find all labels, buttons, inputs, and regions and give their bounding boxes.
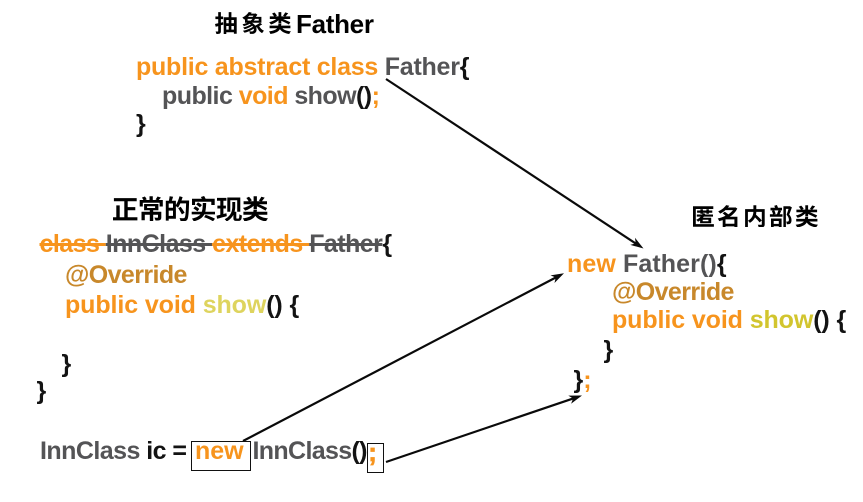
code-token: ; [371, 82, 380, 111]
title-normal-class [113, 195, 268, 227]
code-token: public void [65, 291, 203, 320]
code-token: void [238, 82, 295, 111]
title-anonymous-class [693, 204, 818, 233]
code-token: Father [384, 53, 460, 82]
code-token: public void [612, 306, 750, 335]
code-line: InnClass() [252, 436, 368, 466]
code-token: } [61, 350, 72, 379]
code-token: () { [813, 306, 847, 335]
code-line: public void show() { [65, 290, 299, 320]
cjk-glyphs-path [113, 195, 268, 221]
code-token: } [36, 377, 47, 406]
arrowhead-icon [568, 395, 582, 404]
title-abstract-latin-text: Father [296, 8, 374, 39]
title-anonymous-cjk-text [693, 204, 818, 227]
highlight-box-semicolon: ; [367, 437, 384, 473]
code-token: Father() [622, 249, 717, 278]
arrowhead-icon [550, 273, 564, 283]
code-line: @Override [65, 260, 187, 290]
code-token: InnClass [252, 436, 353, 465]
code-line: class InnClass extends Father{ [39, 229, 393, 259]
code-line: new Father(){ [567, 249, 727, 279]
code-line: } [136, 109, 146, 139]
code-token: @Override [65, 260, 187, 289]
code-line: public void show() { [612, 305, 846, 335]
code-token: } [573, 366, 584, 395]
code-token: ic [146, 436, 173, 465]
code-line: InnClass ic = [40, 436, 187, 466]
keyword-new: new [195, 437, 244, 466]
code-token: () [351, 436, 368, 465]
code-line: }; [574, 365, 592, 395]
code-token: InnClass [40, 436, 147, 465]
semicolon: ; [368, 437, 377, 468]
code-line: public abstract class Father{ [136, 52, 469, 82]
arrowhead-icon [630, 237, 644, 249]
code-token: new [567, 249, 623, 278]
code-line: public void show(); [162, 81, 380, 111]
cjk-glyphs-path [215, 12, 291, 34]
code-token: show [294, 82, 357, 111]
code-token: public abstract class [136, 53, 385, 82]
code-token: class [39, 230, 106, 259]
code-token: () { [266, 291, 300, 320]
code-line: @Override [612, 277, 734, 307]
code-token: ; [583, 366, 592, 395]
cjk-glyphs-path [693, 204, 818, 227]
code-token: } [136, 110, 146, 139]
arrow-line [385, 397, 575, 464]
code-token: extends [212, 230, 310, 259]
arrow-abstract-to-anonymous [385, 78, 644, 249]
code-token: show [202, 291, 267, 320]
arrow-semicolon-to-anonymous [385, 395, 582, 464]
code-token: { [459, 53, 470, 82]
code-token: show [749, 306, 814, 335]
code-line: } [37, 376, 47, 406]
code-token: public [162, 82, 239, 111]
code-line: } [604, 335, 614, 365]
code-line: } [62, 349, 72, 379]
code-token: Father [309, 230, 383, 259]
code-token: () [356, 82, 372, 111]
code-token: @Override [612, 277, 734, 306]
code-token: } [603, 336, 614, 365]
highlight-box-new: new [191, 437, 251, 471]
code-token: = [172, 436, 187, 465]
code-token: { [382, 230, 392, 259]
arrow-line [385, 78, 638, 245]
title-normal-cjk-text [113, 195, 268, 221]
title-abstract-cjk-text [215, 12, 291, 34]
code-token: { [716, 249, 727, 278]
code-token: InnClass [105, 230, 213, 259]
